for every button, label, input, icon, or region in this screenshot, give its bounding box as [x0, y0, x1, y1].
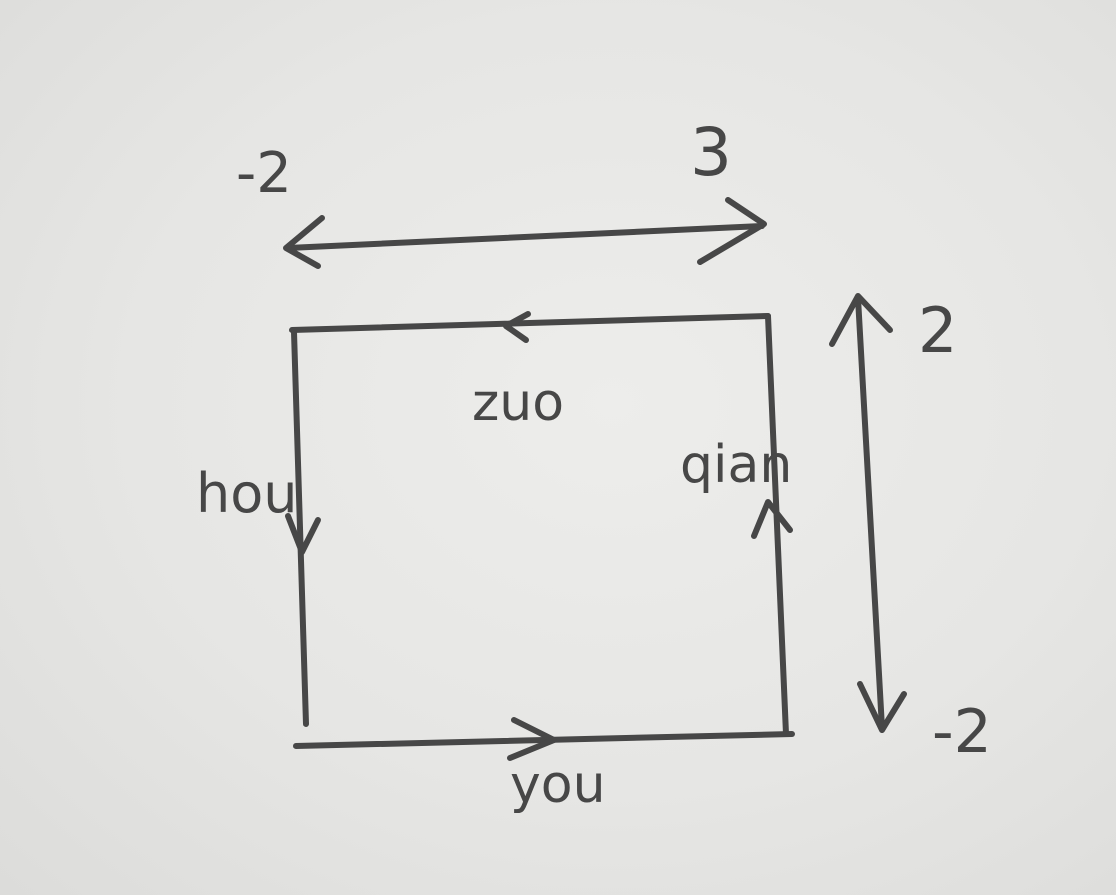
vertical-range-arrow	[829, 293, 907, 733]
left-edge-direction-arrowhead	[285, 513, 321, 555]
top-edge	[289, 313, 771, 333]
left-edge	[291, 329, 309, 727]
vertical-top-arrowhead	[829, 293, 893, 347]
horizontal-left-arrowhead	[283, 215, 325, 269]
right-edge-direction-arrowhead	[751, 499, 793, 539]
bottom-edge	[293, 731, 795, 749]
bottom-edge-label: you	[510, 755, 606, 815]
vertical-max-label: 2	[918, 294, 957, 367]
left-edge-label: hou	[196, 462, 298, 525]
top-edge-direction-arrowhead	[503, 311, 531, 343]
horizontal-range-arrow	[283, 197, 767, 269]
horizontal-range-line	[285, 223, 765, 251]
square-loop	[285, 311, 795, 761]
bottom-edge-direction-arrowhead	[507, 717, 557, 761]
vertical-bottom-arrowhead	[857, 681, 907, 733]
top-edge-label: zuo	[472, 373, 564, 433]
horizontal-right-arrowhead	[697, 197, 767, 265]
right-edge	[765, 313, 789, 737]
horizontal-max-label: 3	[690, 114, 732, 191]
horizontal-min-label: -2	[236, 141, 292, 206]
vertical-min-label: -2	[932, 697, 992, 767]
right-edge-label: qian	[680, 435, 792, 495]
vertical-range-line	[855, 295, 885, 731]
